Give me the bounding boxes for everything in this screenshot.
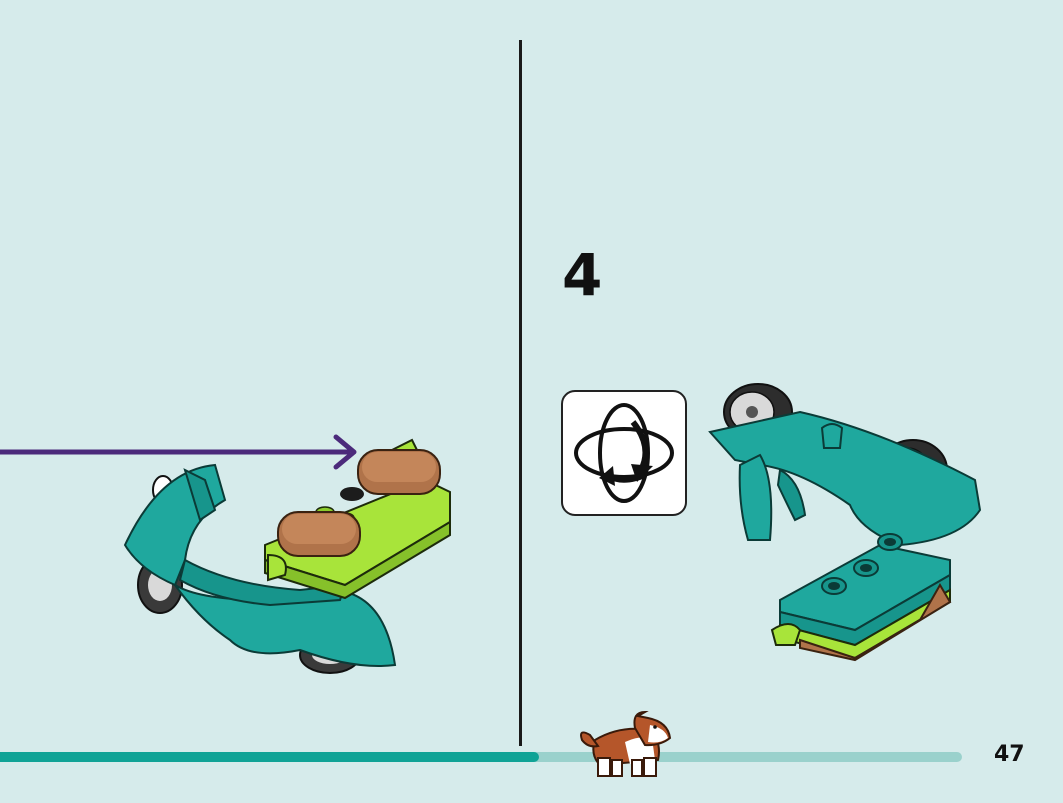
page-number: 47 — [994, 742, 1025, 767]
rotate-model-icon — [574, 403, 674, 503]
step-number: 4 — [562, 241, 603, 309]
rotate-model-box — [561, 390, 687, 516]
scooter-model — [123, 438, 451, 674]
flipped-scooter-model — [708, 383, 982, 662]
placement-arrow-icon — [0, 434, 357, 470]
corgi-dog-icon — [580, 710, 672, 777]
panel-divider — [519, 40, 522, 746]
progress-fill — [0, 752, 539, 762]
